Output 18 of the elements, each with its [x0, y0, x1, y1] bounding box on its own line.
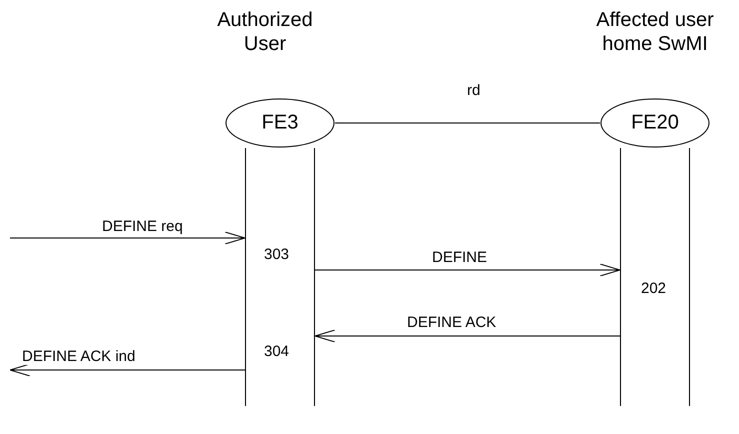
lifeline-column — [620, 148, 690, 406]
step-number: 303 — [264, 246, 290, 263]
message-arrow — [314, 330, 620, 342]
step-number: 304 — [264, 343, 290, 360]
entity-ellipse — [225, 98, 335, 148]
entity-title: Authorized User — [216, 8, 314, 56]
connection-line — [334, 122, 600, 124]
entity-ellipse — [600, 98, 710, 148]
message-label: DEFINE ACK ind — [20, 348, 138, 365]
entity-title: Affected user home SwMI — [595, 8, 715, 56]
lifeline-column — [245, 148, 315, 406]
message-label: DEFINE req — [100, 218, 185, 235]
entity-name: FE20 — [630, 112, 680, 134]
entity-name: FE3 — [260, 112, 300, 134]
message-arrow — [10, 364, 246, 376]
step-number: 202 — [641, 280, 666, 297]
message-arrow — [314, 264, 620, 276]
message-arrow — [10, 232, 246, 244]
